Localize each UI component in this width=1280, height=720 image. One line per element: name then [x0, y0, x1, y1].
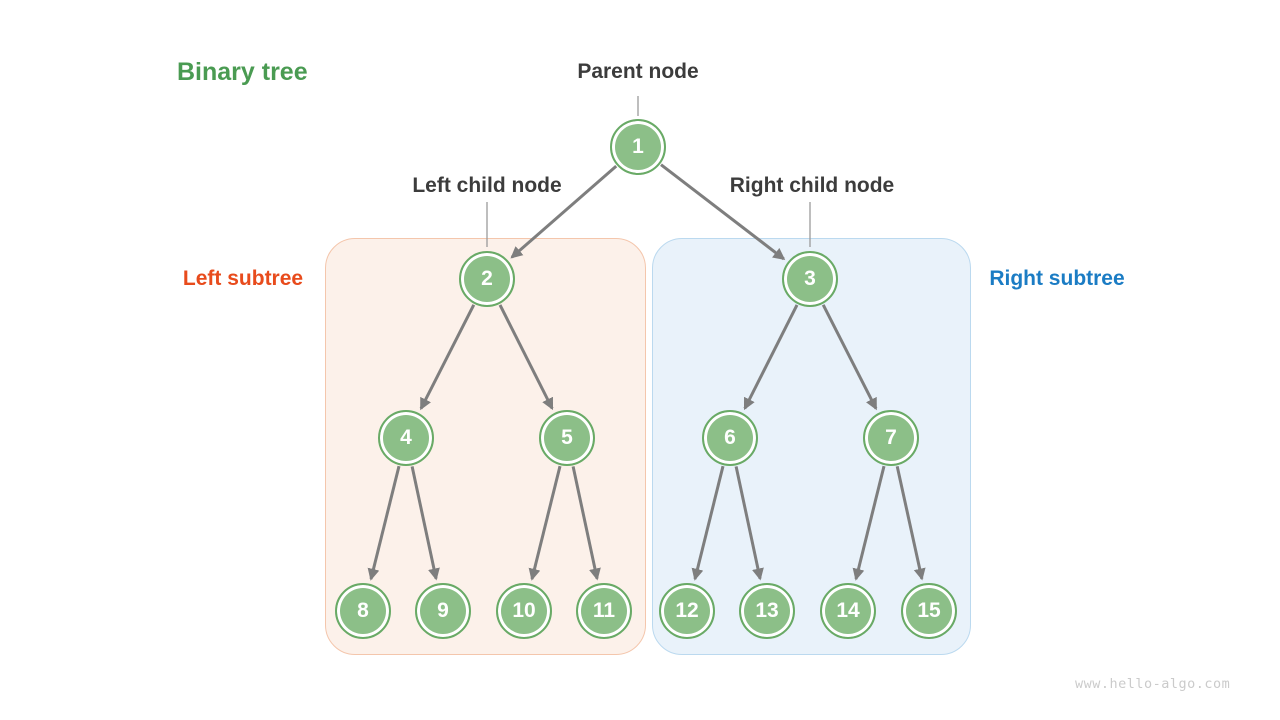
right-child-node-label: Right child node: [729, 174, 895, 197]
tree-node-9: 9: [415, 583, 471, 639]
left-subtree-label: Left subtree: [182, 267, 304, 290]
edge-7-14: [852, 465, 886, 581]
edge-3-6: [743, 304, 799, 411]
edge-7-15: [895, 465, 926, 581]
annotation-pointer-lines: [486, 96, 811, 247]
edge-6-13: [734, 466, 764, 581]
edge-5-10: [528, 465, 562, 581]
tree-node-13: 13: [739, 583, 795, 639]
edge-5-11: [571, 466, 601, 581]
tree-node-8: 8: [335, 583, 391, 639]
tree-node-1: 1: [610, 119, 666, 175]
tree-node-2: 2: [459, 251, 515, 307]
edge-4-8: [367, 465, 401, 581]
tree-node-11: 11: [576, 583, 632, 639]
edge-6-12: [691, 465, 725, 581]
edge-4-9: [410, 466, 440, 581]
diagram-title: Binary tree: [177, 58, 308, 86]
tree-node-6: 6: [702, 410, 758, 466]
right-subtree-label: Right subtree: [989, 267, 1125, 290]
edge-1-2: [510, 164, 618, 259]
tree-node-12: 12: [659, 583, 715, 639]
tree-node-3: 3: [782, 251, 838, 307]
edge-2-5: [498, 304, 554, 411]
tree-node-5: 5: [539, 410, 595, 466]
watermark: www.hello-algo.com: [1075, 676, 1231, 692]
tree-node-7: 7: [863, 410, 919, 466]
edge-1-3: [660, 163, 786, 261]
tree-node-4: 4: [378, 410, 434, 466]
edge-3-7: [821, 304, 878, 411]
edge-2-4: [419, 304, 476, 411]
parent-node-label: Parent node: [577, 60, 699, 83]
tree-node-15: 15: [901, 583, 957, 639]
tree-node-14: 14: [820, 583, 876, 639]
tree-node-10: 10: [496, 583, 552, 639]
tree-edge-lines: [367, 163, 926, 581]
left-child-node-label: Left child node: [412, 174, 562, 197]
